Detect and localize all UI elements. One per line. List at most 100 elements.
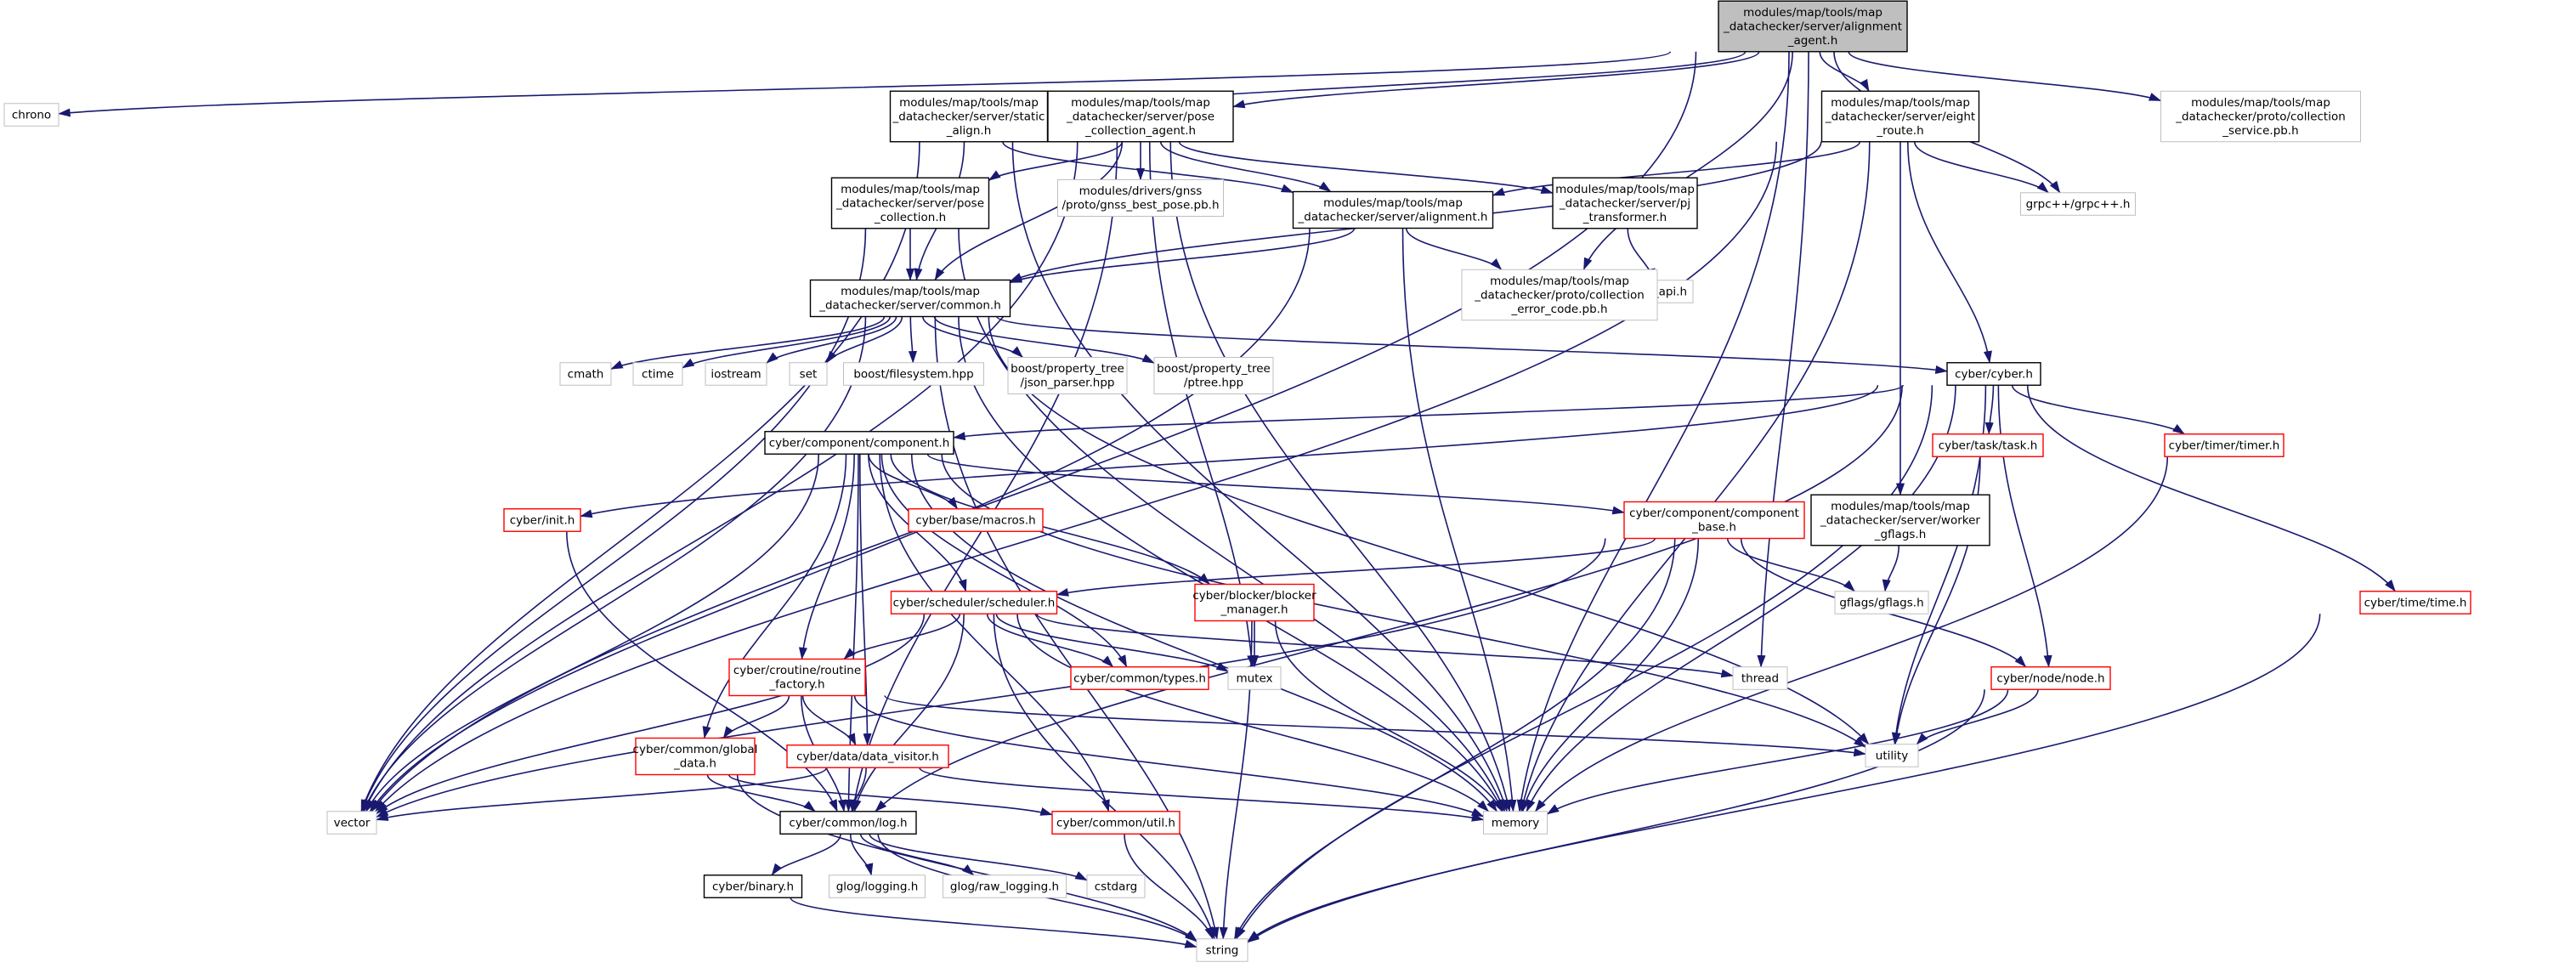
node-label: _manager.h <box>1220 603 1288 617</box>
node-label: _datachecker/server/common.h <box>818 299 1001 313</box>
edge-timer-to-memory <box>1534 456 2169 812</box>
edge-common-to-vector <box>362 316 867 812</box>
node-label: _datachecker/server/pj <box>1559 196 1690 210</box>
node-global-data[interactable]: cyber/common/global_data.h <box>633 737 758 776</box>
edge-cyber-h-to-log <box>875 385 1903 812</box>
node-box <box>703 875 803 898</box>
node-utility: utility <box>1865 744 1919 767</box>
node-node[interactable]: cyber/node/node.h <box>1990 666 2111 690</box>
node-box <box>3 103 59 127</box>
edge-routine-factory-to-data-visitor <box>801 695 857 746</box>
node-data-visitor[interactable]: cyber/data/data_visitor.h <box>786 744 949 768</box>
node-box <box>1086 875 1146 898</box>
node-cyber-h[interactable]: cyber/cyber.h <box>1946 362 2041 386</box>
node-thread: thread <box>1732 666 1788 690</box>
node-chrono: chrono <box>3 103 59 127</box>
node-static-align[interactable]: modules/map/tools/map_datachecker/server… <box>889 90 1049 143</box>
node-label: modules/drivers/gnss <box>1079 184 1203 198</box>
node-label: grpc++/grpc++.h <box>2026 197 2131 211</box>
edge-data-visitor-to-log <box>849 767 867 812</box>
node-label: modules/map/tools/map <box>1743 6 1882 20</box>
node-box <box>1292 190 1494 229</box>
node-worker-gflags[interactable]: modules/map/tools/map_datachecker/server… <box>1810 494 1990 546</box>
node-box <box>786 744 949 768</box>
edge-log-to-glog-logging <box>849 834 874 876</box>
node-pj-transformer[interactable]: modules/map/tools/map_datachecker/server… <box>1552 177 1698 229</box>
node-string: string <box>1196 938 1248 962</box>
node-box <box>1810 494 1990 546</box>
edge-alignment-to-memory <box>1401 228 1517 812</box>
node-label: cstdarg <box>1095 880 1137 893</box>
edge-routine-factory-to-memory <box>853 695 1485 818</box>
node-util[interactable]: cyber/common/util.h <box>1051 811 1180 835</box>
node-types[interactable]: cyber/common/types.h <box>1070 666 1209 690</box>
node-component-base[interactable]: cyber/component/component_base.h <box>1623 501 1805 540</box>
edge-routine-factory-to-utility <box>884 694 1866 757</box>
node-label: modules/map/tools/map <box>2191 96 2330 110</box>
node-init[interactable]: cyber/init.h <box>503 508 581 532</box>
node-label: memory <box>1492 816 1539 829</box>
node-common[interactable]: modules/map/tools/map_datachecker/server… <box>809 279 1011 318</box>
node-label: cyber/common/types.h <box>1073 671 1206 685</box>
node-pose-collection-agent[interactable]: modules/map/tools/map_datachecker/server… <box>1047 90 1234 143</box>
node-box <box>1051 811 1180 835</box>
node-label: modules/map/tools/map <box>1831 96 1970 110</box>
node-label: ctime <box>642 367 674 381</box>
node-log[interactable]: cyber/common/log.h <box>779 811 917 835</box>
node-collection-error-code: modules/map/tools/map_datachecker/proto/… <box>1461 269 1658 321</box>
edge-cyber-h-to-string <box>1235 385 1933 940</box>
node-routine-factory[interactable]: cyber/croutine/routine_factory.h <box>728 658 866 697</box>
node-label: _datachecker/proto/collection <box>1474 288 1645 302</box>
edge-component-to-routine-factory <box>798 454 855 660</box>
edge-data-visitor-to-vector <box>376 767 828 821</box>
edge-cyber-h-to-task <box>1984 385 1995 435</box>
edge-scheduler-to-string <box>993 614 1216 940</box>
node-scheduler[interactable]: cyber/scheduler/scheduler.h <box>890 591 1058 614</box>
edge-common-to-cmath <box>610 316 886 370</box>
node-glog-logging: glog/logging.h <box>829 875 926 898</box>
edge-node-to-utility <box>1916 689 2039 745</box>
node-task[interactable]: cyber/task/task.h <box>1932 433 2044 457</box>
edge-root-to-chrono <box>58 51 1672 117</box>
edge-data-visitor-to-memory <box>919 767 1485 822</box>
node-box <box>1057 179 1224 217</box>
node-time[interactable]: cyber/time/time.h <box>2359 591 2471 614</box>
node-binary[interactable]: cyber/binary.h <box>703 875 803 898</box>
node-macros[interactable]: cyber/base/macros.h <box>908 508 1044 532</box>
edge-static-align-to-vector <box>360 141 920 812</box>
edge-scheduler-to-memory <box>1016 614 1489 812</box>
node-pose-collection[interactable]: modules/map/tools/map_datachecker/server… <box>830 177 990 229</box>
node-component[interactable]: cyber/component/component.h <box>764 431 954 455</box>
node-label: _datachecker/server/static <box>892 110 1045 123</box>
edge-alignment-to-collection-error-code <box>1405 228 1503 270</box>
node-box <box>830 177 990 229</box>
edge-component-to-vector <box>365 454 820 812</box>
node-label: modules/map/tools/map <box>899 96 1039 110</box>
node-box <box>889 90 1049 143</box>
node-label: /ptree.hpp <box>1184 376 1243 390</box>
node-label: cyber/component/component.h <box>769 436 950 450</box>
node-timer[interactable]: cyber/timer/timer.h <box>2164 433 2284 457</box>
edge-global-data-to-util <box>728 774 1053 816</box>
node-box <box>779 811 917 835</box>
edge-component-to-macros <box>868 454 959 510</box>
node-set: set <box>789 362 828 386</box>
edge-cyber-h-to-time <box>2026 385 2396 592</box>
node-label: _factory.h <box>768 678 824 692</box>
edge-common-to-boost-json-parser <box>922 316 1023 359</box>
edge-common-to-string <box>934 316 1220 940</box>
node-label: string <box>1206 943 1239 957</box>
node-blocker-manager[interactable]: cyber/blocker/blocker_manager.h <box>1192 583 1316 622</box>
node-box <box>943 875 1067 898</box>
node-eight-route[interactable]: modules/map/tools/map_datachecker/server… <box>1820 90 1980 143</box>
node-label: modules/map/tools/map <box>1490 275 1629 288</box>
edge-component-to-types <box>880 454 1128 668</box>
node-box <box>1990 666 2111 690</box>
node-box <box>829 875 926 898</box>
node-label: _base.h <box>1691 521 1736 535</box>
edge-alignment-to-vector <box>369 228 1311 812</box>
edge-cyber-h-to-component <box>953 384 1904 441</box>
node-alignment[interactable]: modules/map/tools/map_datachecker/server… <box>1292 190 1494 229</box>
node-label: _route.h <box>1876 124 1923 138</box>
